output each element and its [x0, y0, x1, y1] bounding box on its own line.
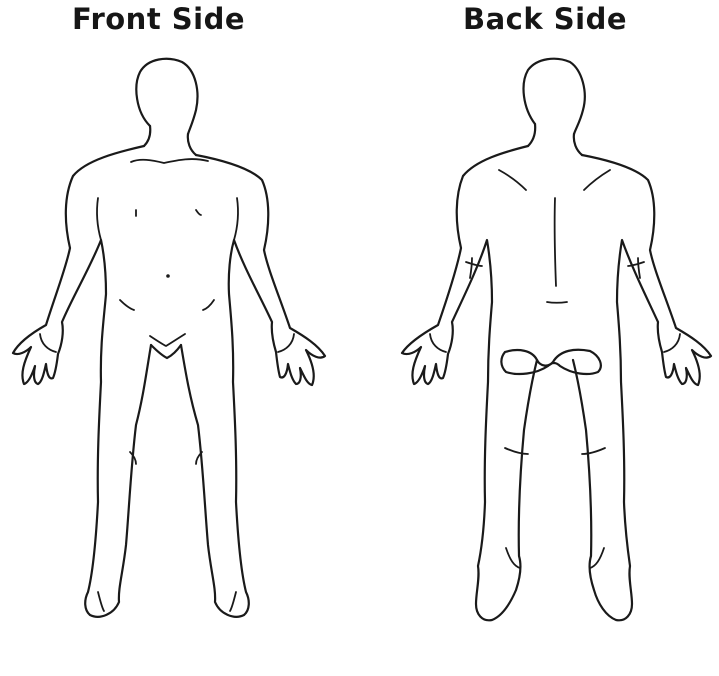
- back-left-hand-detail: [430, 334, 446, 352]
- back-knee-left: [505, 448, 528, 454]
- back-neck: [528, 124, 582, 155]
- back-right-hand-detail: [664, 334, 680, 352]
- back-body-outline: [402, 59, 711, 621]
- back-spine: [555, 198, 556, 286]
- back-right-side: [573, 155, 711, 620]
- back-buttocks: [501, 350, 600, 374]
- back-knee-right: [582, 448, 605, 454]
- back-left-side: [402, 146, 537, 620]
- back-scapula-right: [584, 170, 610, 190]
- back-head: [524, 59, 585, 134]
- back-scapula-left: [499, 170, 526, 190]
- back-lumbar-mark: [547, 302, 567, 303]
